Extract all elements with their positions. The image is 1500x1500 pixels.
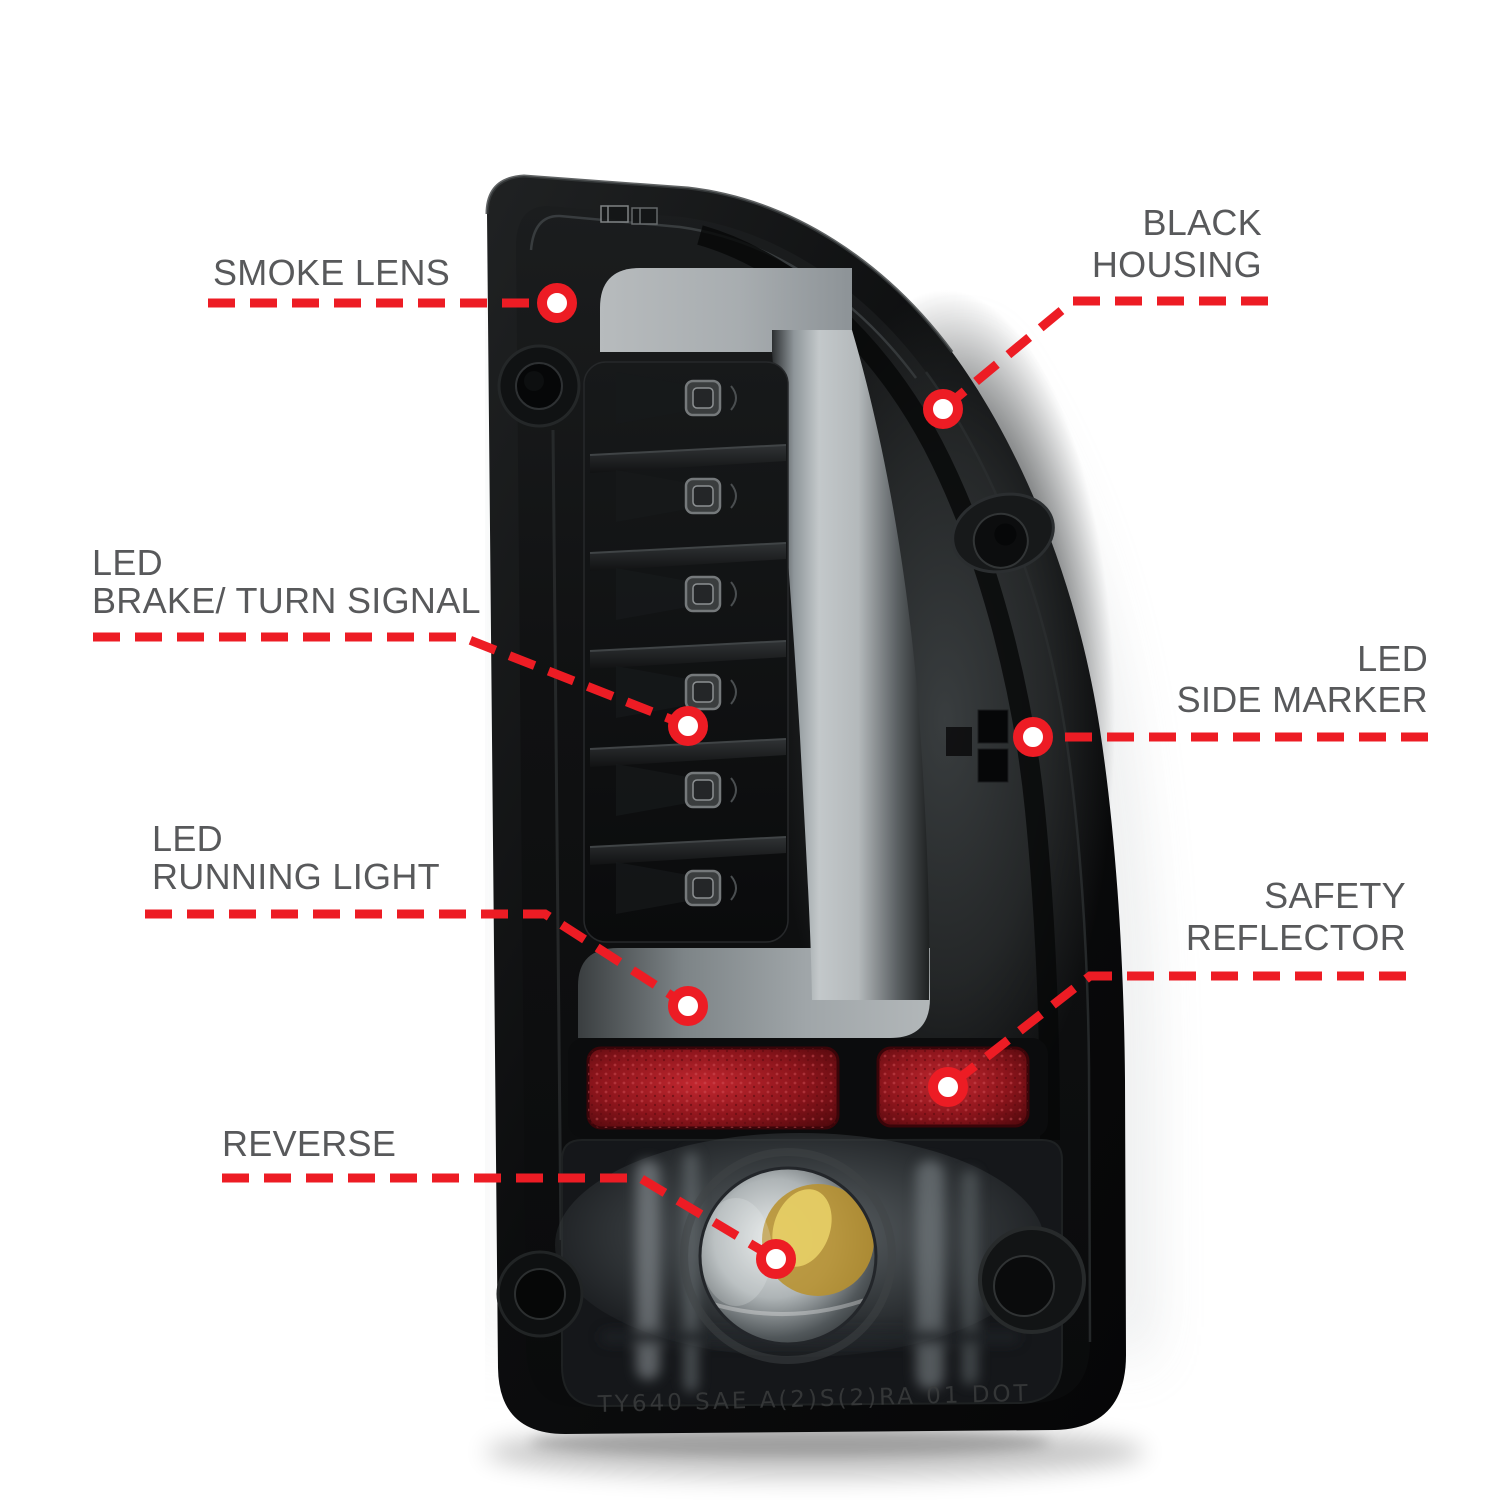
callout-dot-black-housing bbox=[923, 389, 963, 429]
leader-safety-reflector bbox=[945, 971, 1406, 1091]
callout-label-smoke-lens: SMOKE LENS bbox=[213, 254, 450, 292]
callout-label-safety-reflector: SAFETY REFLECTOR bbox=[1186, 875, 1406, 959]
side-marker-cutouts bbox=[946, 709, 1009, 783]
round-lens-lower bbox=[978, 1226, 1086, 1334]
mounting-screw-top bbox=[497, 344, 581, 428]
callout-label-reverse: REVERSE bbox=[222, 1125, 396, 1163]
callout-text: LED bbox=[1357, 638, 1428, 679]
callout-dot-reverse bbox=[756, 1239, 796, 1279]
callout-dot-led-running-light bbox=[668, 986, 708, 1026]
leader-led-running-light bbox=[145, 909, 691, 1010]
callout-text: SAFETY bbox=[1264, 875, 1406, 916]
housing-rim-highlight bbox=[485, 174, 954, 353]
led-emitter bbox=[616, 372, 737, 424]
callout-dot-safety-reflector bbox=[928, 1067, 968, 1107]
callout-text: LED bbox=[92, 542, 163, 583]
callout-dot-led-brake-turn-signal bbox=[668, 706, 708, 746]
callout-text: REVERSE bbox=[222, 1123, 397, 1164]
callout-text: SIDE MARKER bbox=[1176, 679, 1428, 720]
lens-left-seam bbox=[551, 429, 563, 1241]
top-clip-detail bbox=[600, 205, 658, 225]
callout-text: SMOKE LENS bbox=[213, 252, 451, 293]
bulb-socket-ring bbox=[680, 1148, 896, 1364]
safety-reflector-left bbox=[586, 1046, 840, 1130]
light-bar bbox=[578, 268, 930, 1038]
callout-label-led-side-marker: LED SIDE MARKER bbox=[1177, 638, 1428, 720]
callout-dot-led-side-marker bbox=[1013, 717, 1053, 757]
callout-text: RUNNING LIGHT bbox=[152, 856, 440, 897]
callout-text: REFLECTOR bbox=[1185, 917, 1406, 958]
light-bar-spine bbox=[772, 330, 930, 1000]
callout-text: BLACK bbox=[1142, 202, 1262, 243]
leader-led-brake-turn-signal bbox=[93, 632, 690, 731]
callout-label-black-housing: BLACK HOUSING bbox=[1092, 202, 1262, 286]
leader-reverse bbox=[222, 1173, 779, 1263]
callout-text: HOUSING bbox=[1091, 244, 1262, 285]
mounting-screw-bottom bbox=[496, 1250, 584, 1338]
callout-label-led-brake-turn-signal: LED BRAKE/ TURN SIGNAL bbox=[92, 544, 481, 620]
led-emitter bbox=[616, 470, 737, 522]
led-brake-panel bbox=[583, 361, 789, 943]
callout-text: LED bbox=[152, 818, 223, 859]
led-emitter bbox=[616, 764, 737, 816]
led-emitter bbox=[616, 568, 737, 620]
led-emitter bbox=[616, 862, 737, 914]
callout-text: BRAKE/ TURN SIGNAL bbox=[92, 580, 481, 621]
leader-black-housing bbox=[940, 296, 1268, 413]
callout-dot-smoke-lens bbox=[537, 283, 577, 323]
callout-label-led-running-light: LED RUNNING LIGHT bbox=[152, 820, 440, 896]
round-lens-upper bbox=[951, 492, 1055, 574]
